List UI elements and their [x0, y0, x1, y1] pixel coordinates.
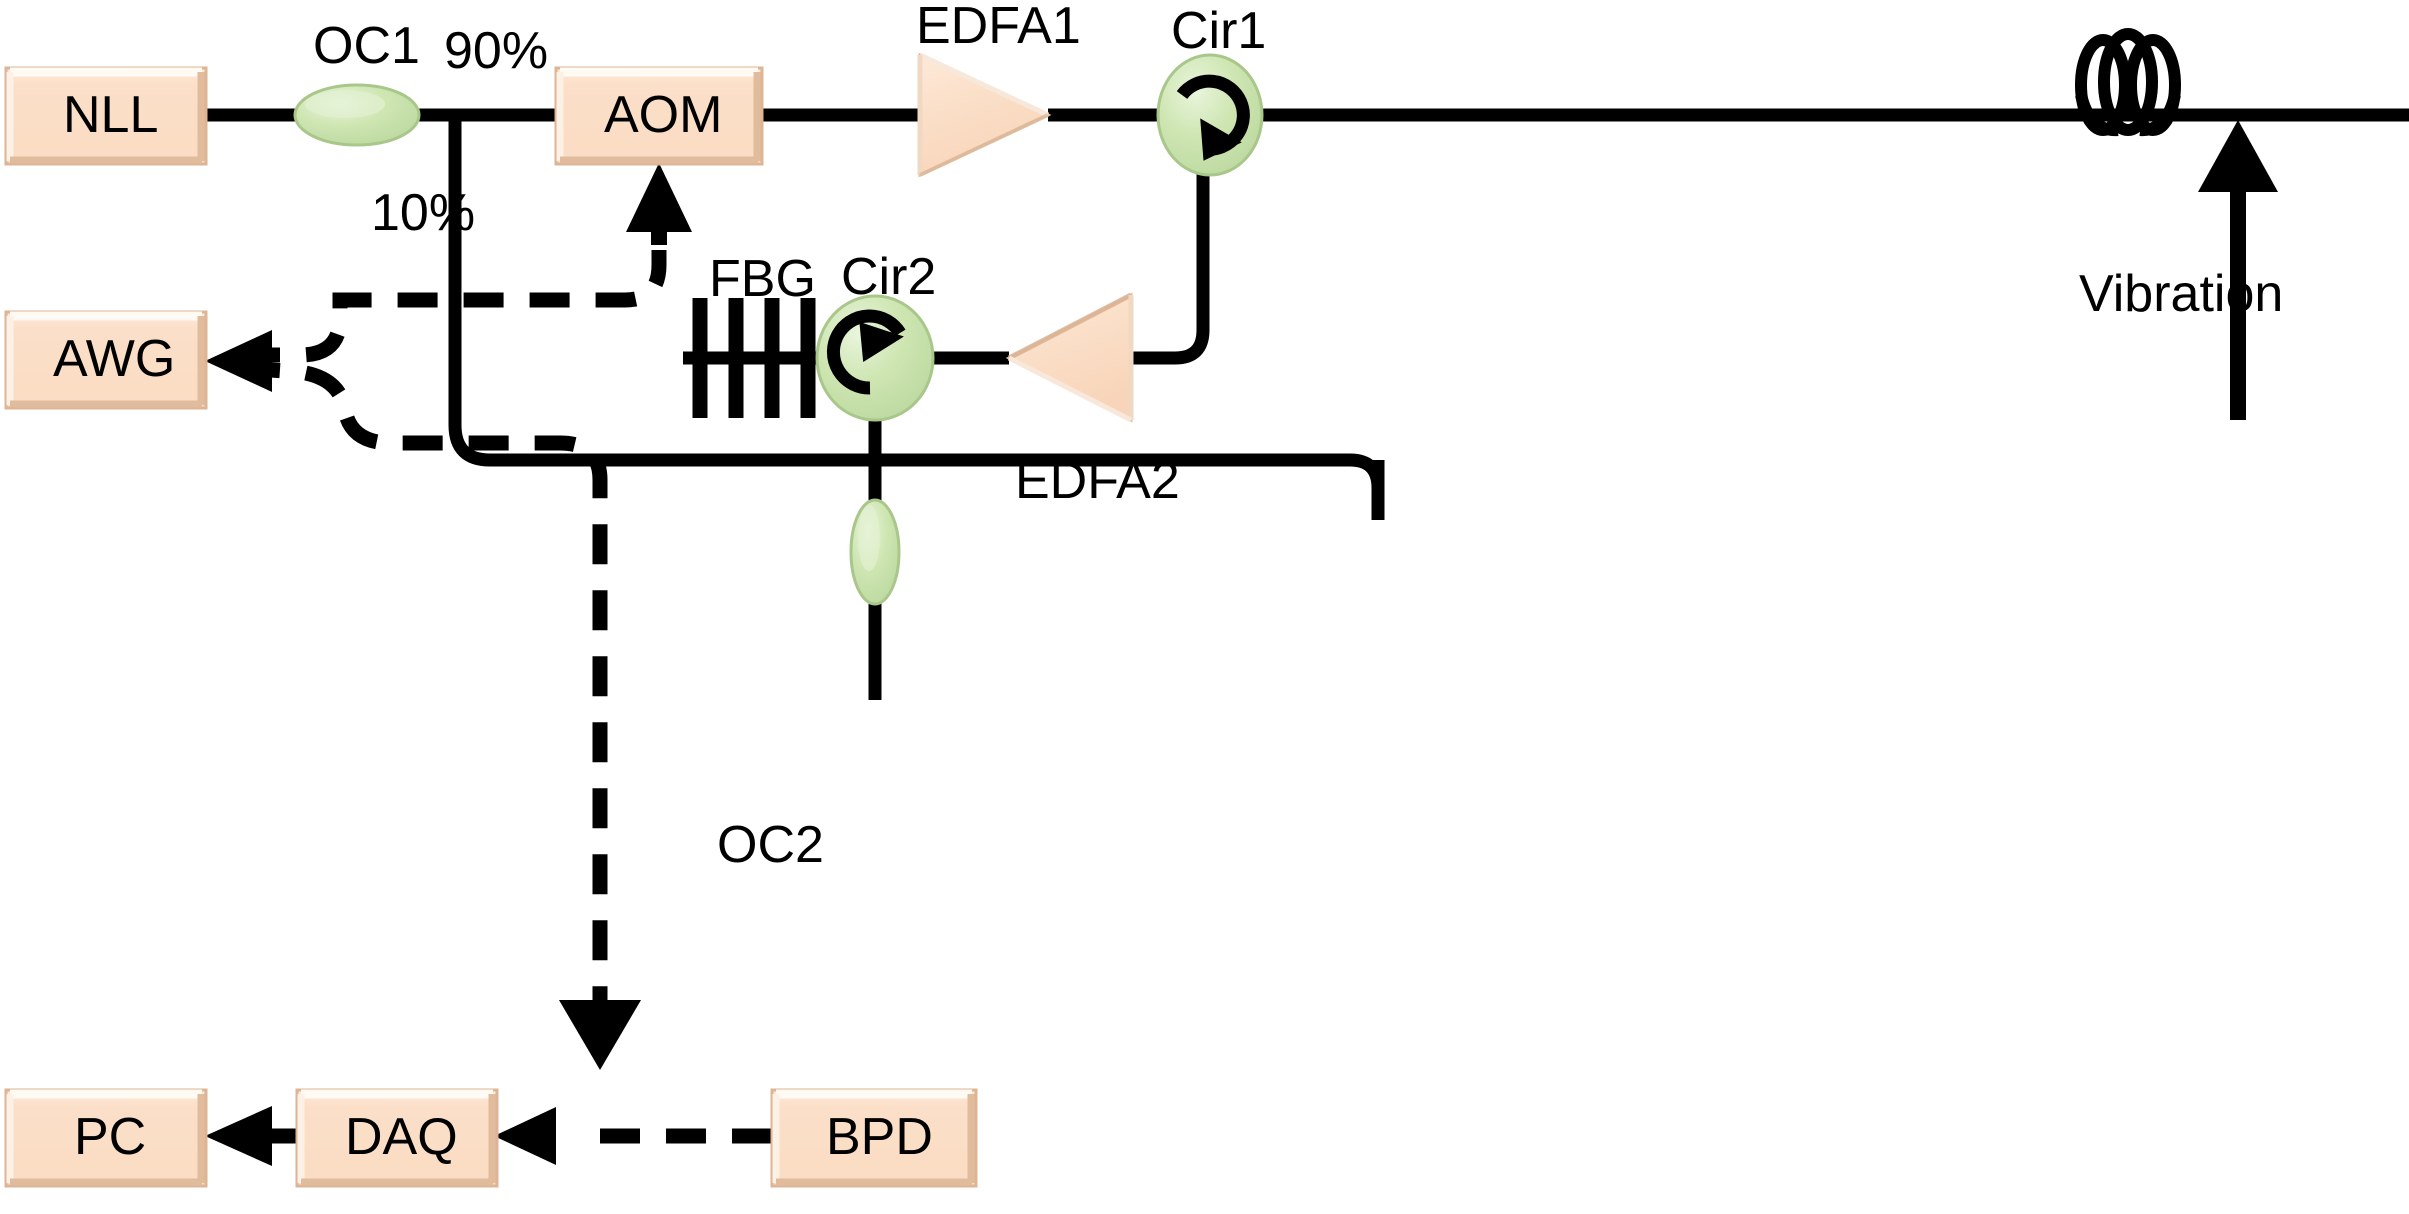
edfa1-amplifier: [917, 52, 1052, 178]
cir1-label: Cir1: [1171, 2, 1267, 60]
nll-block: [4, 66, 208, 166]
daq-block: [295, 1088, 499, 1188]
pc-block: [4, 1088, 208, 1188]
pc-block-label: PC: [74, 1108, 147, 1166]
fbg-icon: [692, 298, 816, 418]
split-ratio-90-label: 90%: [444, 22, 549, 80]
arrowhead-into-daq-right: [494, 1107, 556, 1165]
vibration-label: Vibration: [2079, 265, 2284, 323]
cir1-circulator: [1156, 53, 1264, 177]
nll-block-label: NLL: [63, 86, 159, 144]
vibration-arrow-icon: [2198, 120, 2278, 420]
arrowhead-into-awg: [205, 330, 272, 392]
cir2-circulator: [815, 294, 935, 422]
awg-block: [4, 310, 208, 410]
path-awg-to-aom: [240, 250, 667, 363]
aom-block-label: AOM: [604, 86, 723, 144]
split-ratio-10-label: 10%: [371, 184, 476, 242]
aom-drive-arrowhead: [626, 163, 692, 245]
aom-block: [554, 66, 764, 166]
path-awg-to-daq: [239, 360, 608, 1010]
awg-block-label: AWG: [53, 330, 176, 388]
edfa2-amplifier: [1005, 292, 1134, 423]
oc2-coupler: [849, 498, 901, 606]
path-10-percent-branch: [448, 115, 1350, 467]
fbg-label: FBG: [709, 250, 816, 308]
oc1-label: OC1: [313, 17, 420, 75]
edfa2-label: EDFA2: [1015, 452, 1180, 510]
path-cir1-to-edfa2: [1131, 140, 1210, 365]
edfa1-label: EDFA1: [916, 0, 1081, 55]
bpd-block-label: BPD: [826, 1108, 933, 1166]
arrowhead-into-daq-top: [559, 1000, 641, 1070]
bpd-block: [770, 1088, 978, 1188]
oc1-coupler: [293, 83, 421, 147]
arrowhead-into-pc: [205, 1106, 272, 1166]
fiber-coil-icon: [2075, 28, 2181, 137]
cir2-label: Cir2: [841, 248, 937, 306]
oc2-label: OC2: [717, 816, 824, 874]
daq-block-label: DAQ: [345, 1108, 458, 1166]
dashed-arrowheads: [205, 330, 641, 1166]
